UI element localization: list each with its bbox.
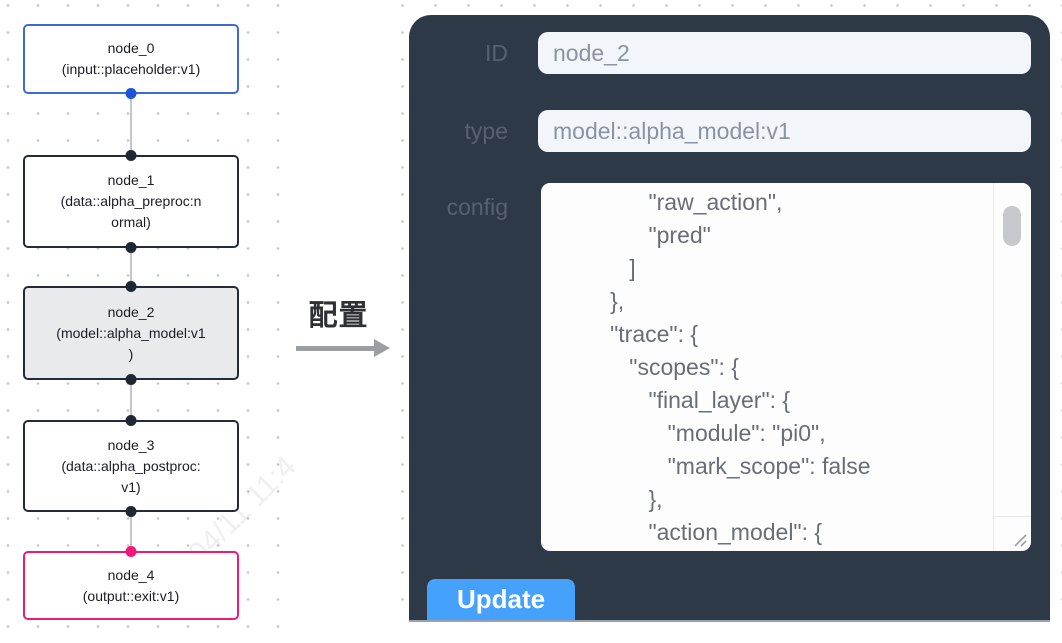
flow-node-node_4[interactable]: node_4 (output::exit:v1) bbox=[23, 546, 239, 620]
arrow-head bbox=[374, 339, 390, 357]
node-label-line: node_0 bbox=[107, 40, 155, 56]
resize-corner[interactable] bbox=[993, 516, 1031, 551]
node-label-line: node_3 bbox=[107, 436, 155, 453]
node-label-line: node_1 bbox=[107, 172, 155, 188]
output-port-node_2[interactable] bbox=[125, 374, 137, 385]
arrow-shaft bbox=[296, 346, 374, 351]
transition-annotation: 配置 bbox=[282, 300, 395, 358]
input-port-node_2[interactable] bbox=[125, 281, 137, 292]
config-panel: ID type config "raw_action", "pred" ] },… bbox=[409, 15, 1050, 622]
edge-node0-node1[interactable] bbox=[130, 94, 132, 155]
update-button[interactable]: Update bbox=[427, 579, 575, 620]
id-input[interactable] bbox=[538, 32, 1031, 74]
resize-handle-icon bbox=[1014, 534, 1027, 547]
output-port-node_1[interactable] bbox=[125, 242, 137, 253]
id-field-label: ID bbox=[485, 40, 508, 66]
node-label-line: (output::exit:v1) bbox=[82, 587, 180, 604]
transition-label: 配置 bbox=[308, 300, 369, 332]
scrollbar-thumb[interactable] bbox=[1003, 206, 1021, 246]
node-label-line: node_2 bbox=[107, 303, 155, 320]
flow-node-node_1[interactable]: node_1 (data::alpha_preproc:n ormal) bbox=[23, 150, 239, 253]
config-field-label: config bbox=[446, 194, 508, 220]
node-label-line: v1) bbox=[121, 478, 141, 495]
node-label-line: ) bbox=[128, 345, 134, 362]
edge-node2-node3[interactable] bbox=[130, 381, 132, 420]
flow-node-node_0[interactable]: node_0 (input::placeholder:v1) bbox=[23, 24, 239, 99]
node-label-line: (data::alpha_preproc:n bbox=[60, 193, 202, 209]
node-label-line: node_4 bbox=[107, 566, 155, 583]
flow-node-node_3[interactable]: node_3 (data::alpha_postproc: v1) bbox=[23, 415, 239, 517]
output-port-node_3[interactable] bbox=[125, 506, 137, 517]
input-port-node_4[interactable] bbox=[125, 546, 137, 557]
input-port-node_1[interactable] bbox=[125, 150, 137, 161]
type-field-label: type bbox=[464, 118, 508, 144]
config-json-content[interactable]: "raw_action", "pred" ] }, "trace": { "sc… bbox=[610, 189, 871, 545]
input-port-node_3[interactable] bbox=[125, 415, 137, 426]
output-port-node_0[interactable] bbox=[125, 88, 137, 99]
node-label-line: (input::placeholder:v1) bbox=[61, 61, 201, 77]
node-label-line: (data::alpha_postproc: bbox=[61, 457, 201, 474]
node-label-line: ormal) bbox=[111, 214, 151, 230]
config-textarea[interactable]: "raw_action", "pred" ] }, "trace": { "sc… bbox=[541, 183, 1031, 551]
flow-node-node_2-selected[interactable]: node_2 (model::alpha_model:v1 ) bbox=[23, 281, 239, 385]
edge-node3-node4[interactable] bbox=[130, 513, 132, 551]
node-label-line: (model::alpha_model:v1 bbox=[56, 324, 206, 341]
edge-node1-node2[interactable] bbox=[130, 249, 132, 286]
type-input[interactable] bbox=[538, 110, 1031, 152]
arrow-right-icon bbox=[282, 339, 395, 358]
